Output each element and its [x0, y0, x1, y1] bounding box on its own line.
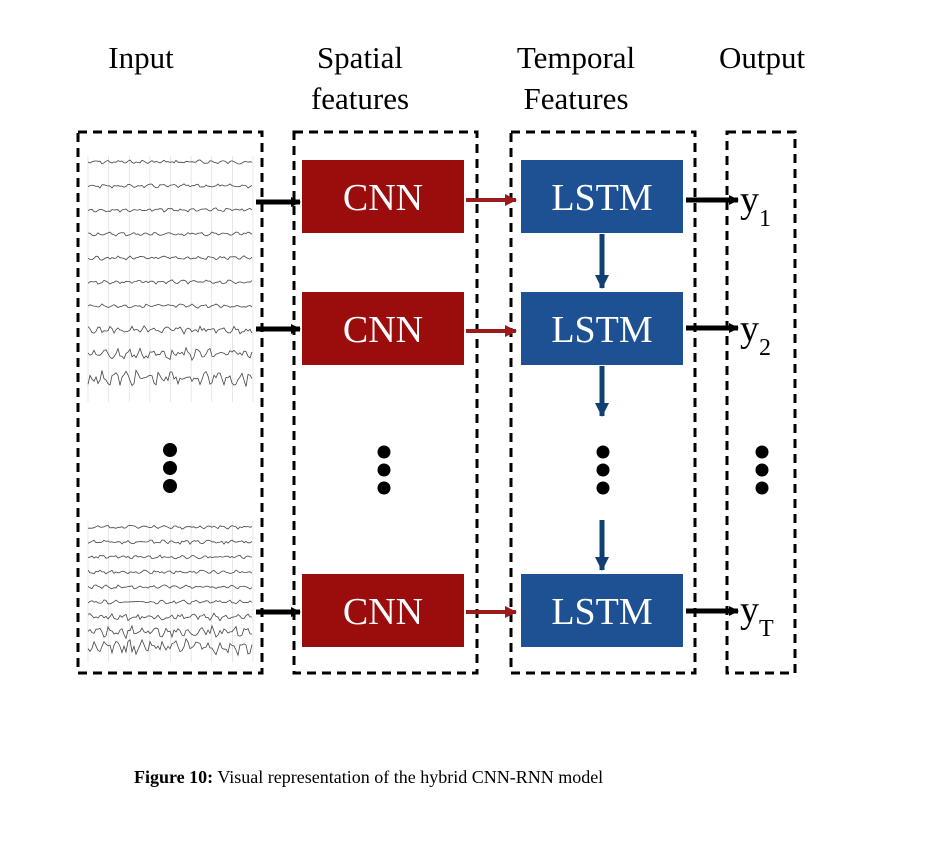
output-column-frame — [725, 130, 797, 675]
caption-text: Visual representation of the hybrid CNN-… — [217, 767, 604, 787]
lstm-label-2: LSTM — [551, 309, 652, 351]
lstm-label-3: LSTM — [551, 591, 652, 633]
input-column-frame — [76, 130, 264, 675]
output-header: Output — [719, 40, 806, 75]
temporal-header-line1: Temporal — [517, 40, 635, 75]
cnn-box-1 — [302, 160, 464, 233]
input-ellipsis — [163, 443, 177, 493]
temporal-header-line2: Features — [523, 81, 628, 116]
lstm-box-2 — [521, 292, 683, 365]
spatial-header-line2: features — [311, 81, 409, 116]
lstm-box-3 — [521, 574, 683, 647]
eeg-signal-image-bottom — [87, 521, 254, 662]
output-ellipsis — [755, 445, 769, 495]
cnn-label-2: CNN — [343, 309, 423, 351]
cnn-box-2 — [302, 292, 464, 365]
lstm-box-1 — [521, 160, 683, 233]
cnn-label-3: CNN — [343, 591, 423, 633]
lstm-label-1: LSTM — [551, 177, 652, 219]
input-header: Input — [108, 40, 174, 75]
output-y1: y1 — [740, 179, 771, 232]
temporal-ellipsis — [596, 445, 610, 495]
figure-caption: Figure 10: Visual representation of the … — [134, 767, 603, 788]
eeg-signal-image-top — [87, 156, 254, 402]
spatial-column-frame — [292, 130, 479, 675]
spatial-ellipsis — [377, 445, 391, 495]
caption-label: Figure 10: — [134, 767, 214, 787]
output-y2: y2 — [740, 308, 771, 361]
cnn-label-1: CNN — [343, 177, 423, 219]
cnn-box-3 — [302, 574, 464, 647]
spatial-header-line1: Spatial — [317, 40, 403, 75]
temporal-column-frame — [509, 130, 697, 675]
output-yT: yT — [740, 589, 774, 642]
